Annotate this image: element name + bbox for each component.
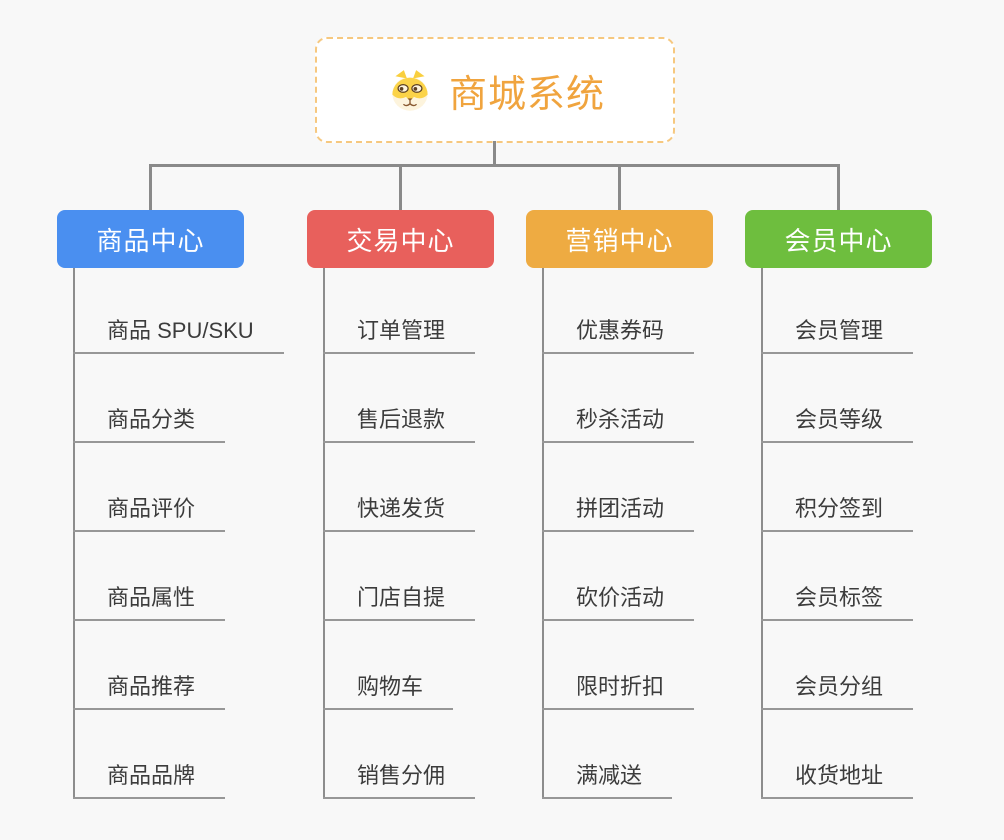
leaf-item[interactable]: 积分签到 (761, 494, 914, 532)
leaf-item[interactable]: 门店自提 (323, 583, 476, 621)
leaf-item[interactable]: 商品推荐 (73, 672, 226, 710)
leaf-item[interactable]: 会员管理 (761, 316, 914, 354)
leaf-item[interactable]: 商品属性 (73, 583, 226, 621)
leaf-item[interactable]: 会员分组 (761, 672, 914, 710)
leaf-item[interactable]: 秒杀活动 (542, 405, 695, 443)
leaf-item[interactable]: 限时折扣 (542, 672, 695, 710)
leaf-item[interactable]: 快递发货 (323, 494, 476, 532)
leaf-item[interactable]: 会员标签 (761, 583, 914, 621)
leaf-item[interactable]: 砍价活动 (542, 583, 695, 621)
branch-member-center: 会员中心 会员管理 会员等级 积分签到 会员标签 会员分组 收货地址 (745, 210, 1004, 810)
leaf-item[interactable]: 商品 SPU/SKU (73, 316, 284, 354)
connector-drop-member (837, 165, 840, 210)
leaf-item[interactable]: 销售分佣 (323, 761, 476, 799)
leaf-item[interactable]: 商品品牌 (73, 761, 226, 799)
leaf-item[interactable]: 订单管理 (323, 316, 476, 354)
branch-trade-center: 交易中心 订单管理 售后退款 快递发货 门店自提 购物车 销售分佣 (307, 210, 567, 810)
branch-product-center: 商品中心 商品 SPU/SKU 商品分类 商品评价 商品属性 商品推荐 商品品牌 (57, 210, 317, 810)
branch-marketing-center: 营销中心 优惠券码 秒杀活动 拼团活动 砍价活动 限时折扣 满减送 (526, 210, 786, 810)
branch-trunk (323, 268, 325, 799)
connector-drop-trade (399, 165, 402, 210)
leaf-item[interactable]: 售后退款 (323, 405, 476, 443)
branch-head-trade-center[interactable]: 交易中心 (307, 210, 494, 268)
leaf-item[interactable]: 购物车 (323, 672, 454, 710)
connector-drop-marketing (618, 165, 621, 210)
branch-trunk (761, 268, 763, 799)
connector-bus (149, 164, 840, 167)
branch-trunk (542, 268, 544, 799)
root-title: 商城系统 (448, 73, 605, 116)
branch-head-product-center[interactable]: 商品中心 (57, 210, 244, 268)
leaf-item[interactable]: 优惠券码 (542, 316, 695, 354)
branch-trunk (73, 268, 75, 799)
leaf-item[interactable]: 商品分类 (73, 405, 226, 443)
leaf-item[interactable]: 拼团活动 (542, 494, 695, 532)
leaf-item[interactable]: 会员等级 (761, 405, 914, 443)
leaf-item[interactable]: 收货地址 (761, 761, 914, 799)
connector-drop-product (149, 165, 152, 210)
leaf-item[interactable]: 商品评价 (73, 494, 226, 532)
leaf-item[interactable]: 满减送 (542, 761, 673, 799)
connector-root-drop (493, 141, 496, 166)
branch-head-marketing-center[interactable]: 营销中心 (526, 210, 713, 268)
dog-face-icon (392, 70, 428, 111)
root-node-mall-system[interactable]: 商城系统 (315, 37, 675, 143)
branch-head-member-center[interactable]: 会员中心 (745, 210, 932, 268)
